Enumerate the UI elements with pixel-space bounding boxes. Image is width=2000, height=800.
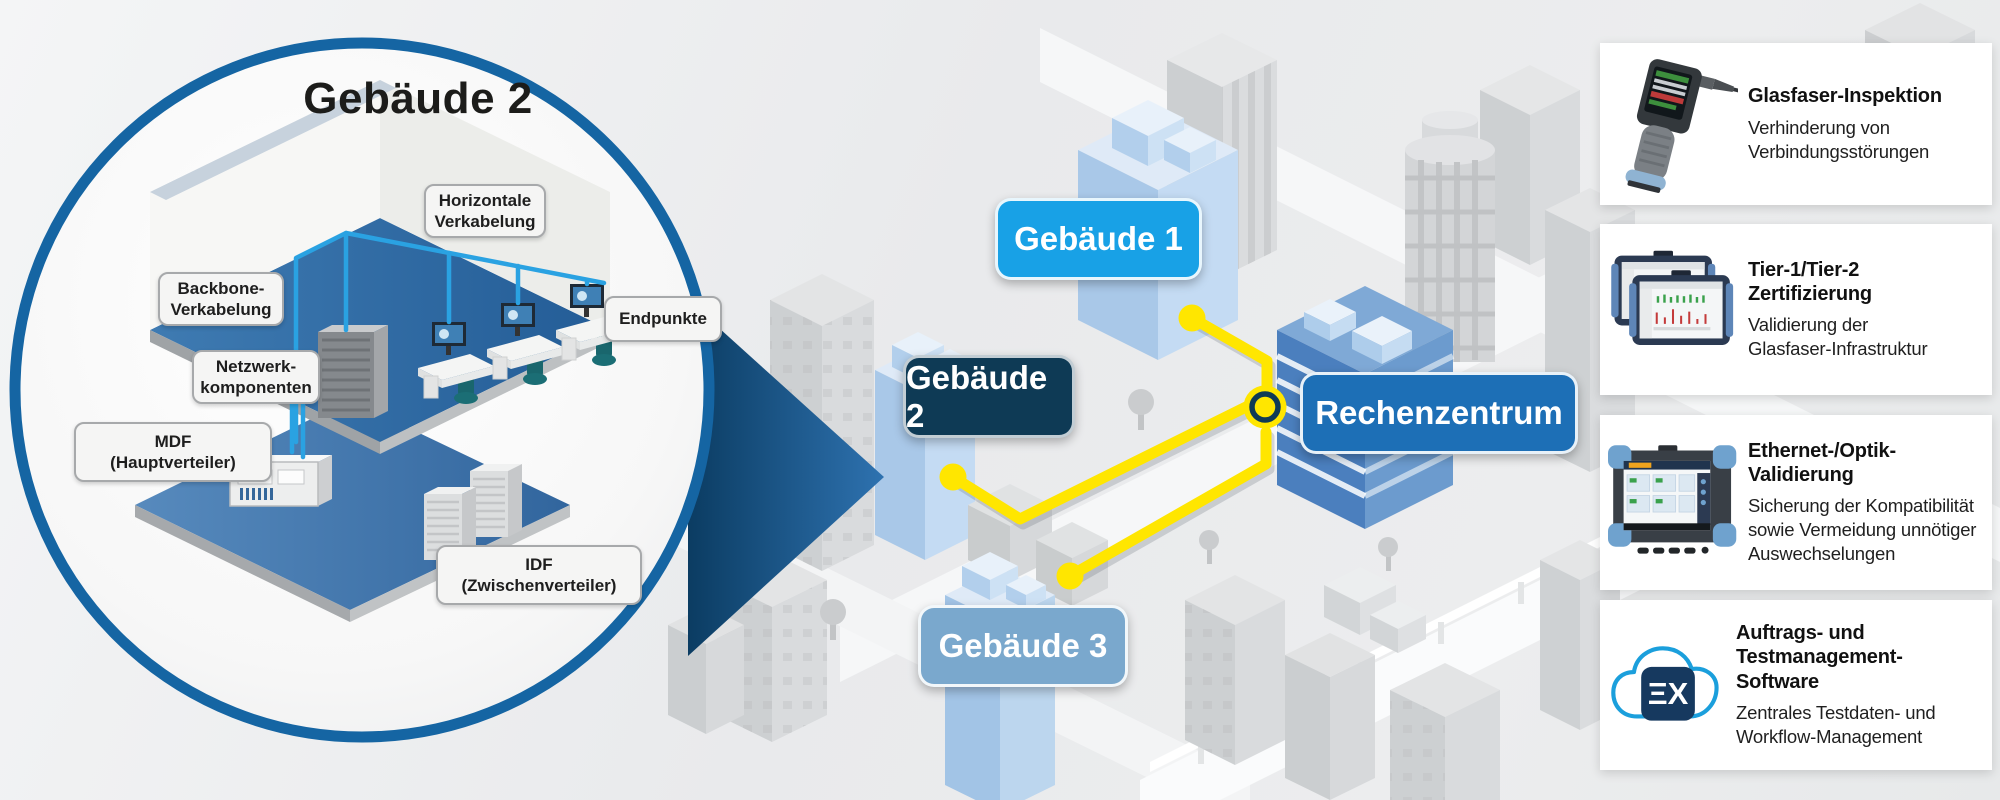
card-tier-zertifizierung[interactable]: Tier-1/Tier-2 Zertifizierung Validierung… [1600, 224, 1992, 395]
cloud-software-icon: ΞX [1608, 638, 1726, 733]
ex-logo-square [1641, 666, 1695, 721]
ex-logo-text: ΞX [1648, 676, 1689, 711]
inset-idf-cabinets [424, 464, 522, 560]
card-description: Sicherung der Kompatibilität sowie Verme… [1748, 495, 1977, 565]
magnifier-circle [9, 37, 715, 743]
fiber-endpoint-gebaeude3 [1056, 562, 1084, 590]
card-description: Zentrales Testdaten- und Workflow-Manage… [1736, 702, 1936, 748]
card-title: Tier-1/Tier-2 Zertifizierung [1748, 258, 1872, 305]
fiber-network [939, 304, 1287, 590]
city-trees [820, 389, 1398, 640]
card-title: Auftrags- und Testmanagement-Software [1736, 621, 1903, 693]
label-idf-zwischenverteiler: IDF (Zwischenverteiler) [436, 545, 642, 605]
network-tester-icon [1608, 440, 1738, 565]
card-glasfaser-inspektion[interactable]: Glasfaser-Inspektion Verhinderung von Ve… [1600, 43, 1992, 205]
label-backbone-verkabelung: Backbone- Verkabelung [158, 272, 284, 326]
otdr-testers-icon [1608, 240, 1738, 380]
inset-server-rack [318, 325, 388, 418]
front-tester [1629, 269, 1734, 345]
fiber-endpoint-gebaeude2 [939, 463, 967, 491]
inset-title: Gebäude 2 [303, 74, 533, 123]
building-bottom-left [668, 553, 827, 742]
card-title: Ethernet-/Optik- Validierung [1748, 439, 1896, 486]
label-horizontale-verkabelung: Horizontale Verkabelung [424, 184, 546, 238]
fiber-link-gebaeude3 [1064, 426, 1272, 582]
fiber-hub-node [1243, 385, 1287, 429]
card-testmanagement-software[interactable]: ΞX Auftrags- und Testmanagement-Software… [1600, 600, 1992, 770]
fiber-endpoint-gebaeude1 [1178, 304, 1206, 332]
card-ethernet-optik-validierung[interactable]: Ethernet-/Optik- Validierung Sicherung d… [1600, 415, 1992, 590]
badge-gebaeude-2[interactable]: Gebäude 2 [903, 355, 1075, 438]
building-bottom-right [1185, 567, 1500, 800]
card-description: Validierung der Glasfaser-Infrastruktur [1748, 314, 1928, 360]
workstation [487, 303, 563, 385]
fiber-link-gebaeude1 [1186, 312, 1273, 396]
label-mdf-hauptverteiler: MDF (Hauptverteiler) [74, 422, 272, 482]
card-description: Verhinderung von Verbindungsstörungen [1748, 116, 1930, 162]
card-title: Glasfaser-Inspektion [1748, 85, 1942, 108]
label-endpunkte: Endpunkte [604, 296, 722, 342]
fiber-inspection-probe-icon [1608, 49, 1738, 199]
horizontal-cable [343, 230, 607, 286]
workstation [418, 322, 494, 404]
riser-cables [289, 395, 306, 460]
building-cylinder-tower [1405, 111, 1495, 362]
badge-rechenzentrum[interactable]: Rechenzentrum [1300, 372, 1578, 454]
badge-gebaeude-3[interactable]: Gebäude 3 [918, 605, 1128, 687]
label-netzwerk-komponenten: Netzwerk- komponenten [192, 350, 320, 404]
magnifier-wedge [688, 300, 884, 656]
fiber-link-gebaeude2 [947, 398, 1258, 525]
badge-gebaeude-1[interactable]: Gebäude 1 [995, 198, 1202, 280]
